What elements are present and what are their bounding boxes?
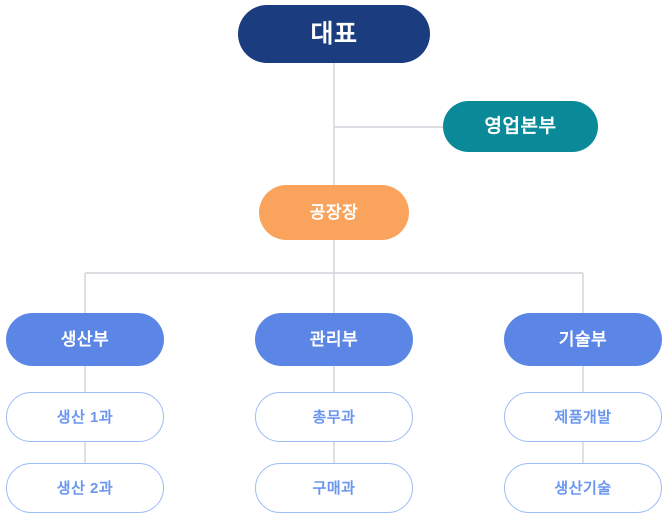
org-node-ceo[interactable]: 대표: [238, 5, 430, 63]
org-node-plant-manager[interactable]: 공장장: [259, 185, 409, 240]
org-node-team-2-0[interactable]: 제품개발: [504, 392, 662, 442]
org-node-plant-manager-label: 공장장: [309, 203, 359, 222]
org-node-team-1-0-label: 총무과: [312, 408, 356, 426]
org-node-department-0[interactable]: 생산부: [6, 313, 164, 366]
org-node-team-2-1-label: 생산기술: [554, 479, 612, 497]
org-node-department-0-label: 생산부: [60, 330, 110, 349]
org-node-team-2-0-label: 제품개발: [554, 408, 612, 426]
org-node-department-1-label: 관리부: [309, 330, 359, 349]
org-node-team-0-0[interactable]: 생산 1과: [6, 392, 164, 442]
org-node-team-0-1[interactable]: 생산 2과: [6, 463, 164, 513]
org-node-department-2-label: 기술부: [558, 330, 608, 349]
org-node-department-2[interactable]: 기술부: [504, 313, 662, 366]
org-node-sales-division-label: 영업본부: [484, 116, 557, 137]
org-node-sales-division[interactable]: 영업본부: [443, 101, 598, 152]
org-node-team-1-1[interactable]: 구매과: [255, 463, 413, 513]
org-node-team-0-0-label: 생산 1과: [56, 408, 114, 426]
org-node-team-2-1[interactable]: 생산기술: [504, 463, 662, 513]
org-node-team-1-0[interactable]: 총무과: [255, 392, 413, 442]
org-node-team-1-1-label: 구매과: [312, 479, 356, 497]
org-node-team-0-1-label: 생산 2과: [56, 479, 114, 497]
org-node-ceo-label: 대표: [310, 19, 358, 48]
org-node-department-1[interactable]: 관리부: [255, 313, 413, 366]
